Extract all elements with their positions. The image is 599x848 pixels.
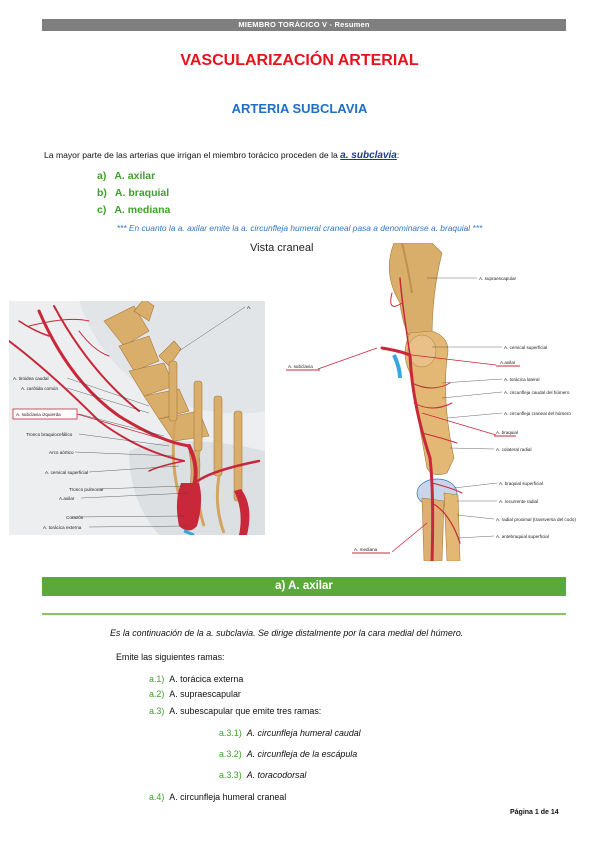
branch-label: A. circunfleja de la escápula	[246, 749, 358, 759]
label-cervical-sup: A. cervical superficial	[504, 345, 547, 350]
branch-code: a.1)	[149, 674, 165, 684]
list-item: a.4) A. circunfleja humeral craneal	[149, 792, 286, 802]
label-circ-craneal: A. circunfleja craneal del húmero	[504, 411, 571, 416]
note-text: *** En cuanto la a. axilar emite la a. c…	[116, 223, 483, 233]
label-recurrente: A. recurrente radial	[499, 499, 538, 504]
list-item: a.3.2) A. circunfleja de la escápula	[219, 749, 357, 759]
branch-code: a.2)	[149, 689, 165, 699]
branch-label: A. circunfleja humeral craneal	[169, 792, 287, 802]
list-item: a) A. axilar	[97, 170, 170, 187]
label-tronco-braq: Tronco braquiocefálico	[26, 432, 73, 437]
section-divider	[42, 613, 566, 615]
label-mediana: A. mediana	[354, 547, 378, 552]
intro-keyword: a. subclavia	[340, 150, 397, 161]
section-header-axilar: a) A. axilar	[42, 577, 566, 596]
label-corazon: Corazón	[66, 515, 84, 520]
label-supraescapular: A. supraescapular	[479, 276, 516, 281]
branch-code: a.3)	[149, 706, 165, 716]
list-item: a.2) A. supraescapular	[149, 689, 241, 699]
page-number: Página 1 de 14	[510, 809, 559, 816]
branch-label: A. supraescapular	[169, 689, 241, 699]
intro-text: La mayor parte de las arterias que irrig…	[44, 150, 341, 160]
label-arco: Arco aórtico	[49, 450, 74, 455]
list-marker: b)	[97, 187, 107, 199]
list-item: a.3) A. subescapular que emite tres ramas…	[149, 706, 321, 716]
label-subclavia: A. subclavia izquierda	[16, 412, 61, 417]
document-header: MIEMBRO TORÁCICO V - Resumen	[42, 19, 566, 31]
label-braquial: A. braquial	[496, 430, 518, 435]
list-item: c) A. mediana	[97, 204, 170, 221]
branch-code: a.3.3)	[219, 770, 242, 780]
label-circ-caudal: A. circunfleja caudal del húmero	[504, 390, 570, 395]
page-title: VASCULARIZACIÓN ARTERIAL	[180, 52, 419, 69]
label-antebraquial: A. antebraquial superficial	[496, 534, 549, 539]
label-braq-sup: A. braquial superficial	[499, 481, 543, 486]
list-item: a.3.1) A. circunfleja humeral caudal	[219, 728, 361, 738]
list-item: b) A. braquial	[97, 187, 170, 204]
right-anatomy-illustration: A. supraescapular A. cervical superficia…	[286, 243, 576, 561]
list-item: a.3.3) A. toracodorsal	[219, 770, 306, 780]
list-marker: a)	[97, 170, 107, 182]
branch-label: A. torácica externa	[169, 674, 244, 684]
label-toracica-lat: A. torácica lateral	[504, 377, 540, 382]
label-colateral: A. colateral radial	[496, 447, 532, 452]
label-a: A.	[247, 305, 251, 310]
section-subtitle: ARTERIA SUBCLAVIA	[231, 101, 368, 116]
label-tronco-pulm: Tronco pulmonar	[69, 487, 104, 492]
branch-label: A. circunfleja humeral caudal	[246, 728, 361, 738]
label-toracica: A. torácica externa	[43, 525, 82, 530]
list-label: A. braquial	[114, 187, 170, 199]
label-subclavia-r: A. subclavia	[288, 364, 313, 369]
list-item: a.1) A. torácica externa	[149, 674, 243, 684]
branch-label: A. subescapular que emite tres ramas:	[169, 706, 322, 716]
label-carotida: A. carótida común	[21, 386, 58, 391]
label-axilar: A.axilar	[59, 496, 75, 501]
label-axilar-r: A.axilar	[500, 360, 516, 365]
label-cervical: A. cervical superficial	[45, 470, 88, 475]
main-branches-list: a) A. axilar b) A. braquial c) A. mediana	[97, 170, 170, 221]
branches-title: Emite las siguientes ramas:	[116, 652, 225, 662]
branch-code: a.3.2)	[219, 749, 242, 759]
left-anatomy-illustration: A. A. tiroidea caudal A. carótida común …	[9, 301, 265, 535]
list-marker: c)	[97, 204, 107, 216]
intro-suffix: :	[396, 150, 400, 160]
axilar-description: Es la continuación de la a. subclavia. S…	[110, 628, 464, 638]
list-label: A. axilar	[114, 170, 156, 182]
view-label: Vista craneal	[250, 242, 314, 254]
branch-code: a.3.1)	[219, 728, 242, 738]
branch-code: a.4)	[149, 792, 165, 802]
label-tiroidea: A. tiroidea caudal	[13, 376, 49, 381]
intro-paragraph: La mayor parte de las arterias que irrig…	[44, 150, 399, 161]
list-label: A. mediana	[114, 204, 171, 216]
branch-label: A. toracodorsal	[246, 770, 307, 780]
label-radial-prox: A. radial proximal (transversa del codo)	[496, 517, 576, 522]
